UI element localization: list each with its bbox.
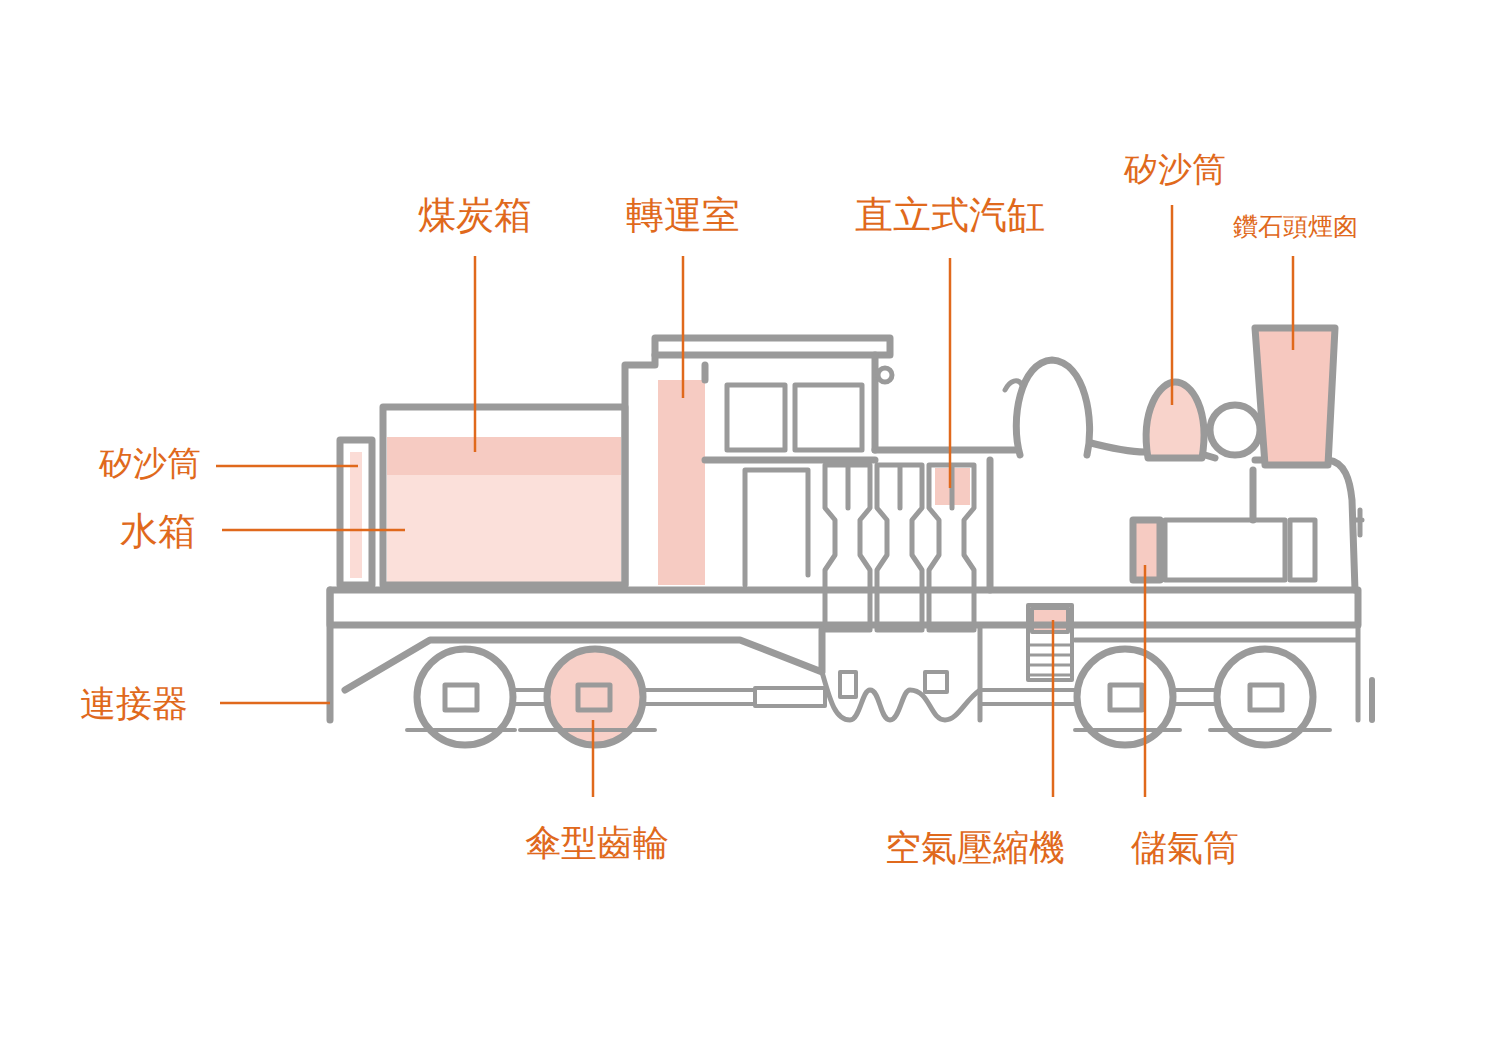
part-label: 傘型齒輪 [525, 823, 669, 863]
part-label: 直立式汽缸 [855, 195, 1045, 237]
part-label: 水箱 [120, 511, 196, 553]
part-label: 轉運室 [626, 195, 740, 237]
part-label: 矽沙筒 [1124, 151, 1226, 188]
leader-lines [216, 205, 1293, 797]
part-label: 煤炭箱 [418, 195, 532, 237]
part-label: 空氣壓縮機 [885, 828, 1065, 868]
part-label: 連接器 [80, 684, 188, 724]
part-label: 矽沙筒 [99, 445, 201, 482]
part-label: 鑽石頭煙囪 [1233, 213, 1358, 241]
part-label: 儲氣筒 [1131, 828, 1239, 868]
